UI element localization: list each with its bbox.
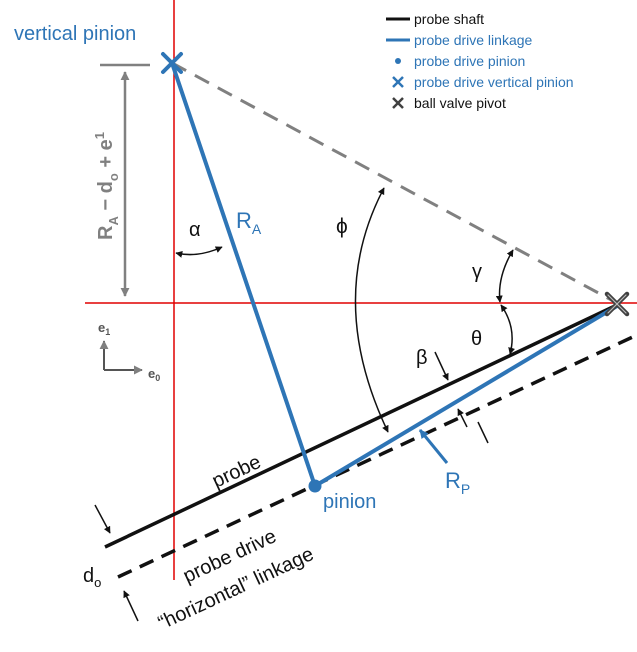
rp-upper-arrow [477,421,489,444]
legend-probe-drive-pinion-label: probe drive pinion [414,53,525,69]
ball-valve-pivot-marker [604,291,630,317]
rp-label-arrow [418,429,449,464]
pinion-dot [308,479,322,493]
rp-label: RP [445,468,470,497]
pinion-label: pinion [323,491,376,513]
ra-link-line [170,62,317,487]
vertical-pinion-marker [161,52,183,74]
dimension-formula-label: RA − do + e1 [92,132,121,240]
probe-shaft-line [104,303,618,549]
e1-label: e1 [98,320,110,337]
phi-label: ϕ [336,215,348,238]
legend-probe-shaft-label: probe shaft [414,11,484,27]
alpha-label: α [189,219,201,241]
ra-label: RA [236,208,262,237]
e0-label: e0 [148,366,160,383]
legend-vertical-pinion-swatch [392,76,404,88]
dashed-reference-line [171,61,618,305]
legend: probe shaft probe drive linkage probe dr… [386,11,574,111]
gamma-arc [495,249,514,303]
rp-link-line [313,304,619,488]
legend-probe-drive-pinion-swatch [395,58,401,64]
do-label: do [83,565,101,590]
gamma-label: γ [472,261,482,283]
legend-ball-valve-pivot-swatch [392,97,404,109]
theta-label: θ [471,328,482,350]
rp-lower-arrow [457,408,468,428]
vertical-pinion-label: vertical pinion [14,23,136,45]
legend-probe-drive-linkage-label: probe drive linkage [414,32,533,48]
theta-arc [500,304,516,355]
beta-label: β [416,347,428,369]
beta-arrow [434,351,449,381]
do-bottom-arrow [123,590,139,622]
legend-ball-valve-pivot-label: ball valve pivot [414,95,506,111]
legend-vertical-pinion-label: probe drive vertical pinion [414,74,574,90]
alpha-arc [175,246,223,258]
phi-arc [354,187,389,433]
do-top-arrow [94,504,111,534]
probe-drive-horizontal-linkage [117,333,637,579]
